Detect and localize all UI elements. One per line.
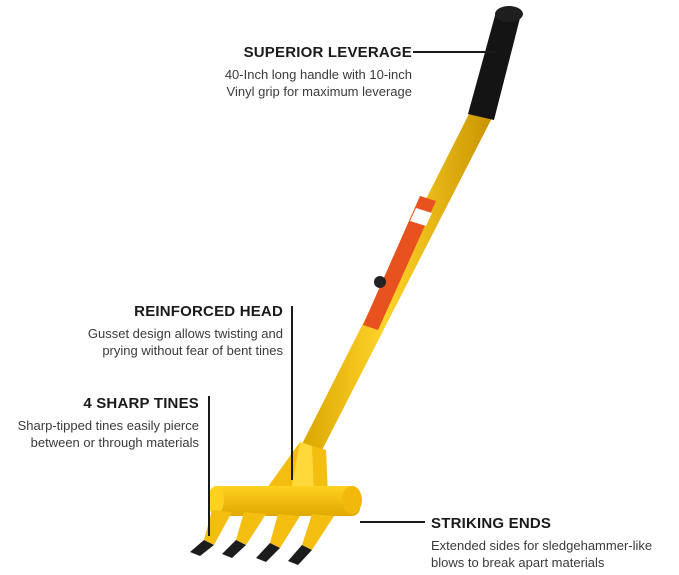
vinyl-grip: [468, 6, 523, 120]
leader-line-striking-ends: [360, 521, 425, 523]
callout-description: Gusset design allows twisting and prying…: [87, 326, 283, 358]
callout-reinforced-head: REINFORCED HEAD Gusset design allows twi…: [88, 303, 283, 359]
tine: [190, 510, 232, 556]
tine: [222, 512, 266, 558]
callout-striking-ends: STRIKING ENDS Extended sides for sledgeh…: [431, 515, 652, 571]
callout-description: Extended sides for sledgehammer-like blo…: [431, 538, 653, 570]
head-crossbar: [208, 486, 362, 516]
tine: [256, 514, 300, 562]
callout-superior-leverage: SUPERIOR LEVERAGE 40-Inch long handle wi…: [225, 44, 412, 100]
tine: [288, 514, 334, 565]
reinforced-head: [262, 442, 328, 495]
callout-title: 4 SHARP TINES: [83, 395, 199, 412]
leader-line-superior-leverage: [413, 51, 496, 53]
handle-label: [363, 196, 436, 330]
tines: [190, 510, 334, 565]
leader-line-sharp-tines: [208, 396, 210, 536]
callout-description: Sharp-tipped tines easily pierce between…: [17, 418, 199, 450]
callout-title: SUPERIOR LEVERAGE: [243, 44, 412, 61]
leader-line-reinforced-head: [291, 306, 293, 480]
callout-title: REINFORCED HEAD: [134, 303, 283, 320]
callout-title: STRIKING ENDS: [431, 515, 552, 532]
callout-sharp-tines: 4 SHARP TINES Sharp-tipped tines easily …: [18, 395, 199, 451]
callout-description: 40-Inch long handle with 10-inch Vinyl g…: [224, 67, 412, 99]
